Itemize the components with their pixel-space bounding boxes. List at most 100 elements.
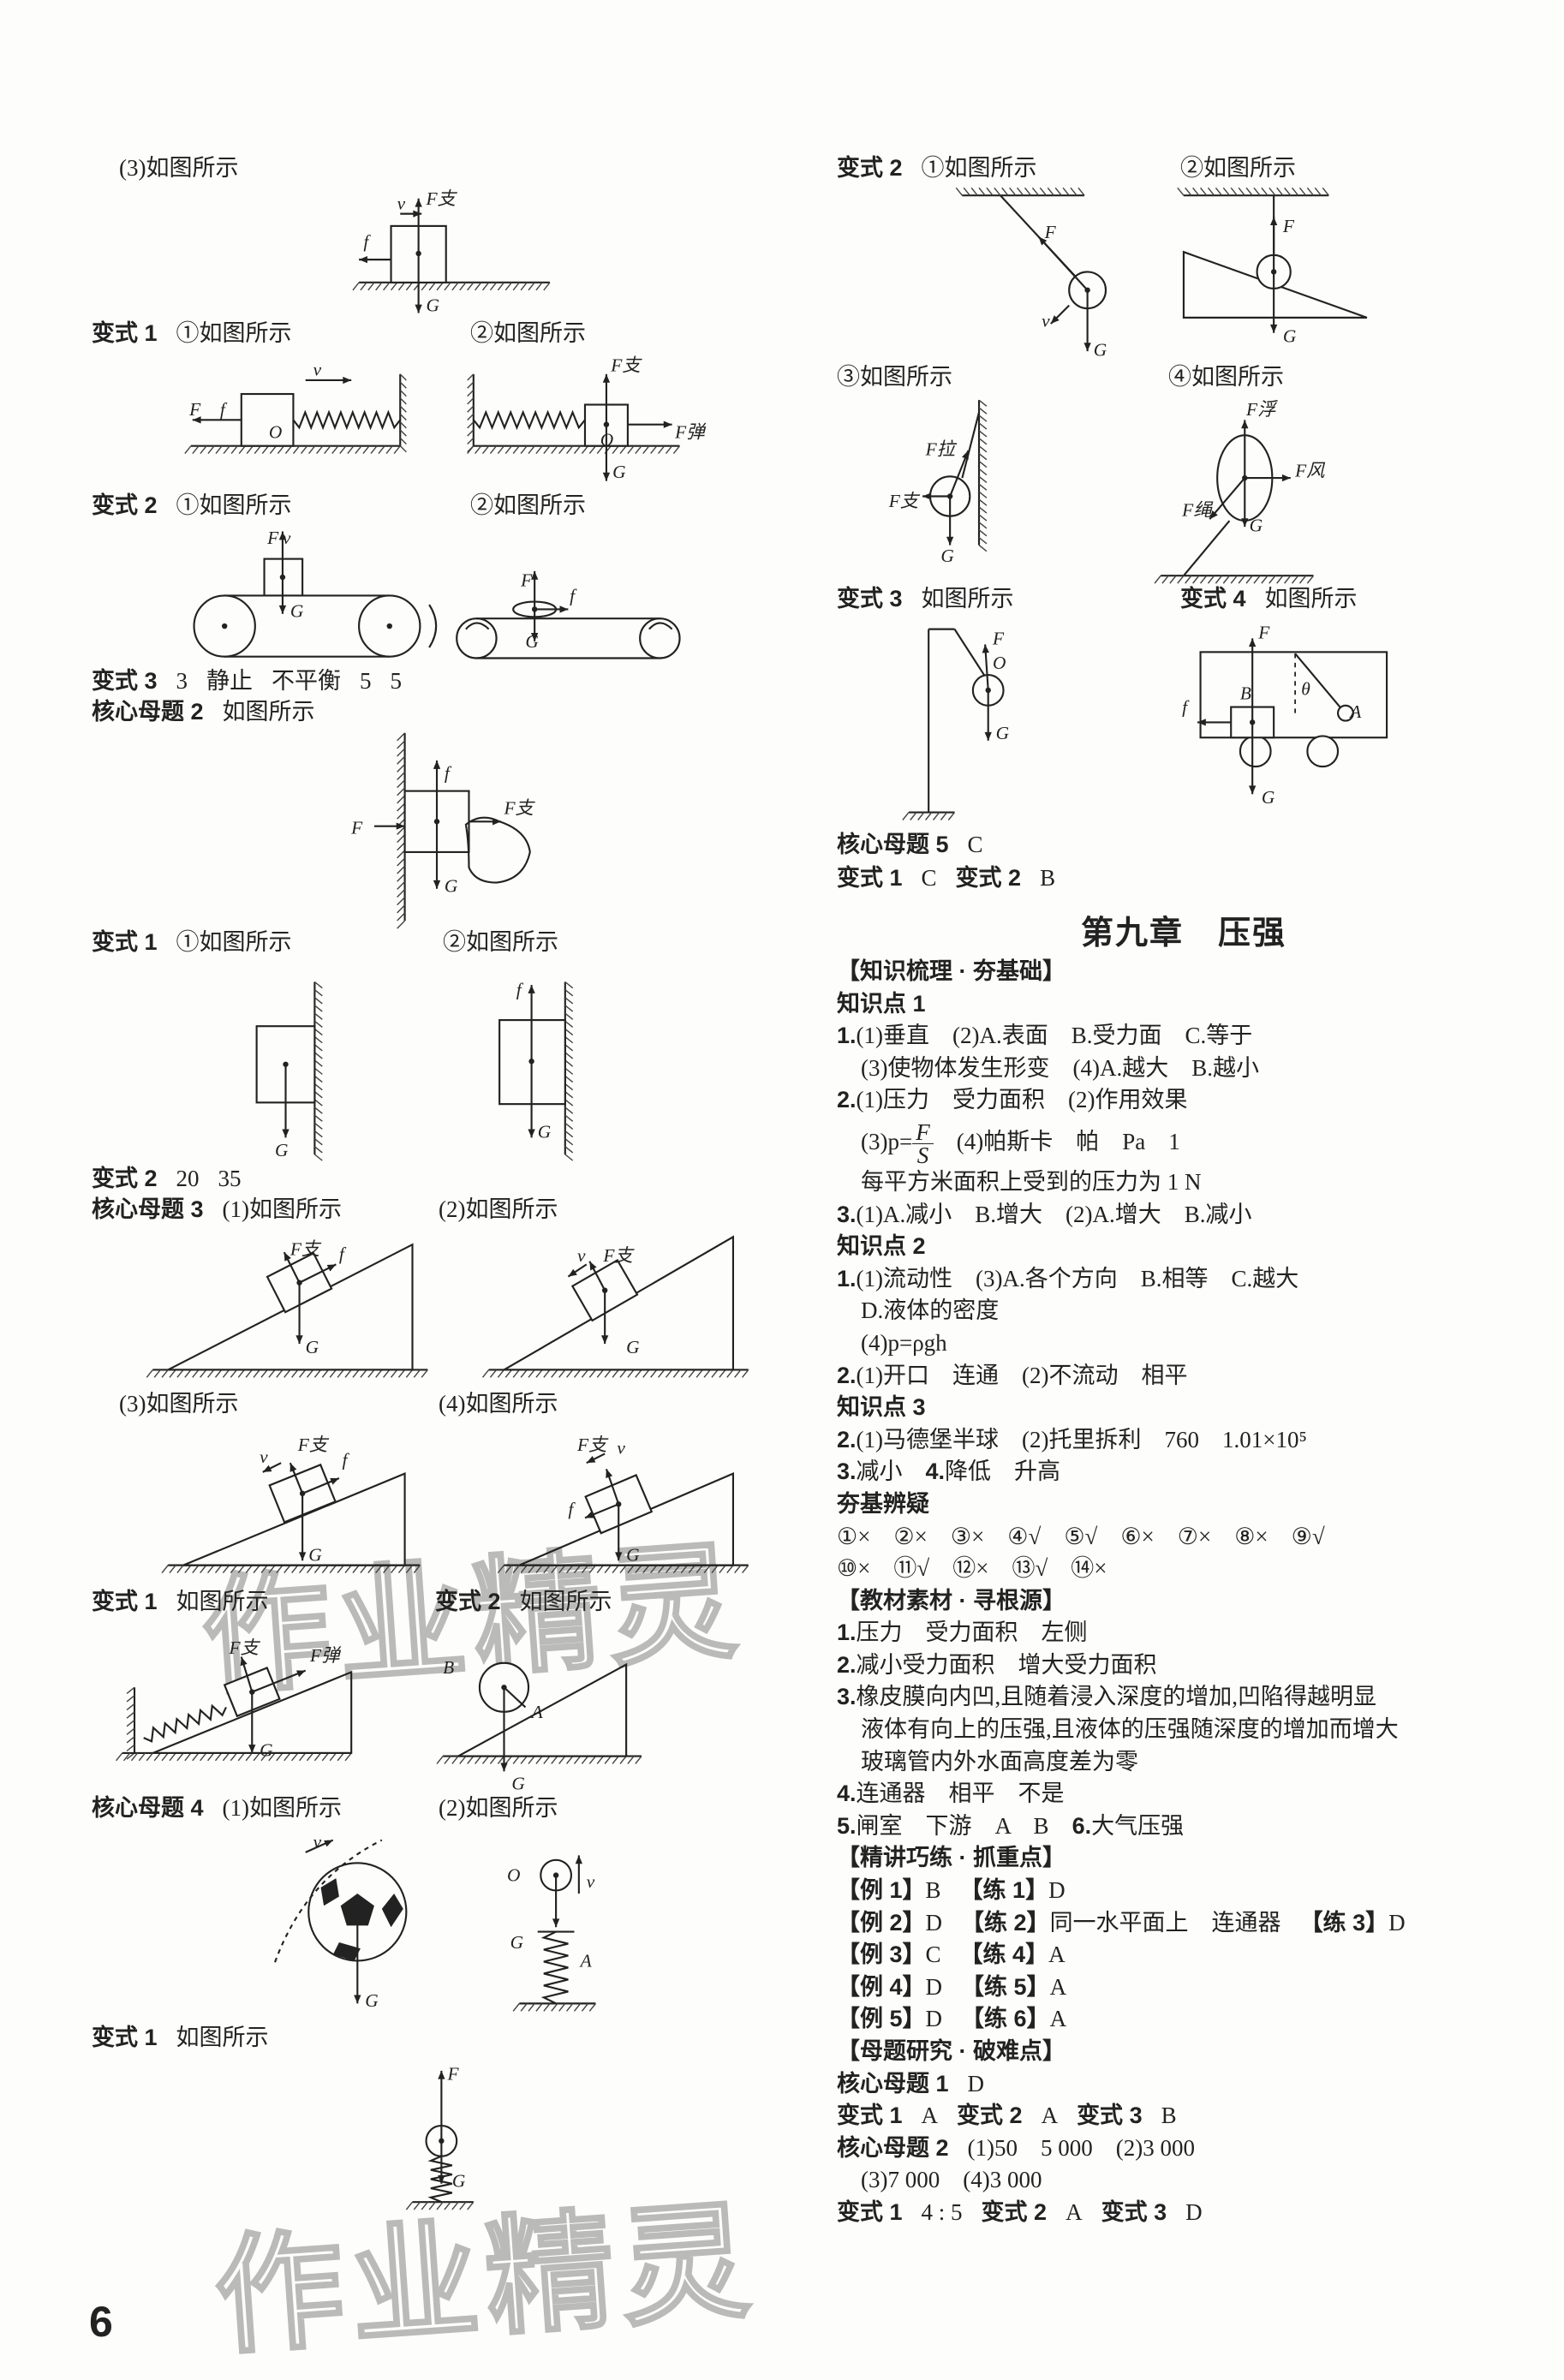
arrowhead-icon bbox=[586, 1456, 596, 1464]
hatch bbox=[1001, 187, 1009, 196]
hatch bbox=[564, 1059, 574, 1067]
block bbox=[240, 392, 295, 447]
hatch bbox=[313, 981, 323, 989]
hatch bbox=[329, 1369, 337, 1378]
answer: 35 bbox=[218, 1166, 242, 1191]
hatch bbox=[726, 1369, 734, 1378]
hatch bbox=[268, 1369, 276, 1378]
answer-line: 核心母题 2(1)50 5 000 (2)3 000 bbox=[837, 2132, 1539, 2165]
answer: 橡皮膜向内凹,且随着浸入深度的增加,凹陷得越明显 bbox=[856, 1684, 1377, 1710]
hatch bbox=[1222, 187, 1230, 196]
answer: (1)如图所示 bbox=[222, 1795, 343, 1821]
label: 变式 3 bbox=[1077, 2103, 1143, 2129]
hatch bbox=[551, 1565, 558, 1573]
answer-line: 核心母题 4(1)如图所示 bbox=[92, 1794, 342, 1822]
label: 【例 3】 bbox=[837, 1942, 926, 1968]
hatch bbox=[528, 1756, 535, 1764]
arrowhead-icon bbox=[343, 376, 352, 385]
label: 变式 1 bbox=[92, 1589, 158, 1614]
hatch bbox=[1154, 575, 1161, 584]
arrowhead-icon bbox=[1249, 638, 1257, 647]
hatch bbox=[1322, 187, 1329, 196]
hatch bbox=[1238, 187, 1245, 196]
hatch bbox=[1245, 187, 1253, 196]
hatch bbox=[978, 422, 988, 430]
label: 核心母题 3 bbox=[92, 1196, 204, 1222]
force-label: G bbox=[510, 1932, 523, 1953]
hatch bbox=[703, 1565, 711, 1573]
hatch bbox=[910, 812, 917, 820]
force-label: F支 bbox=[290, 1239, 322, 1260]
hatch bbox=[1291, 187, 1299, 196]
hatch bbox=[489, 445, 498, 455]
label: 变式 3 bbox=[837, 586, 903, 611]
section-heading: 【精讲巧练 · 抓重点】 bbox=[837, 1845, 1066, 1871]
label: 核心母题 2 bbox=[92, 699, 204, 725]
force-arrow bbox=[1037, 236, 1089, 291]
hatch bbox=[276, 1752, 284, 1762]
hatch bbox=[399, 421, 407, 429]
hatch bbox=[902, 812, 910, 820]
hatch bbox=[367, 1369, 375, 1378]
force-label: v bbox=[1042, 311, 1050, 331]
answer: (1)50 5 000 (2)3 000 bbox=[967, 2134, 1195, 2161]
hatch bbox=[564, 1044, 574, 1052]
hatch bbox=[564, 1122, 574, 1130]
hatch bbox=[551, 445, 558, 455]
item-number: 2. bbox=[837, 1651, 857, 1678]
hatch bbox=[313, 1114, 323, 1122]
answer: 不平衡 bbox=[272, 668, 342, 694]
force-label: G bbox=[306, 1337, 319, 1357]
arrowhead-icon bbox=[295, 1335, 303, 1345]
hatch bbox=[1047, 187, 1054, 196]
hatch bbox=[306, 1752, 314, 1762]
hatch bbox=[551, 1369, 558, 1378]
hatch bbox=[564, 1091, 574, 1099]
hatch bbox=[978, 522, 988, 529]
answer: D bbox=[1388, 1909, 1406, 1936]
force-label: v bbox=[577, 1245, 586, 1266]
arrowhead-icon bbox=[575, 1855, 583, 1864]
arrowhead-icon bbox=[438, 2070, 445, 2079]
hatch bbox=[298, 1565, 307, 1573]
hatch bbox=[207, 1752, 215, 1762]
answer-line: 2.(1)压力 受力面积 (2)作用效果 bbox=[837, 1084, 1539, 1117]
answer: D bbox=[925, 1973, 943, 2000]
hatch bbox=[1024, 187, 1032, 196]
hatch bbox=[512, 1756, 520, 1764]
hatch bbox=[329, 1565, 337, 1573]
arrowhead-icon bbox=[559, 605, 569, 613]
hatch bbox=[444, 2201, 451, 2210]
arrowhead-icon bbox=[663, 421, 672, 428]
hatch bbox=[192, 1565, 200, 1573]
hatch bbox=[635, 1756, 642, 1764]
hatch bbox=[543, 2002, 551, 2012]
answer: (1)如图所示 bbox=[222, 1196, 343, 1222]
hatch bbox=[642, 445, 650, 455]
hatch bbox=[497, 1565, 505, 1573]
arrowhead-icon bbox=[528, 1129, 535, 1138]
hatch bbox=[1291, 575, 1299, 584]
answer-line: 每平方米面积上受到的压力为 1 N bbox=[861, 1168, 1202, 1195]
hatch bbox=[978, 498, 988, 506]
label: 变式 1 bbox=[837, 2103, 903, 2129]
hatch bbox=[543, 1756, 551, 1764]
hatch bbox=[566, 1565, 574, 1573]
answer: A bbox=[1041, 2103, 1059, 2129]
force-label: f bbox=[220, 399, 228, 420]
hatch bbox=[126, 1720, 135, 1727]
hatch bbox=[497, 1369, 505, 1378]
hatch bbox=[245, 1565, 253, 1573]
arrowhead-icon bbox=[584, 1511, 594, 1518]
hatch bbox=[719, 1565, 726, 1573]
hatch bbox=[399, 405, 407, 413]
hatch bbox=[390, 282, 398, 291]
hatch bbox=[596, 1756, 604, 1764]
hatch bbox=[291, 1752, 299, 1762]
hatch bbox=[1298, 187, 1307, 196]
label: 核心母题 1 bbox=[837, 2070, 949, 2097]
hatch bbox=[344, 1565, 352, 1573]
hatch bbox=[321, 1565, 329, 1573]
